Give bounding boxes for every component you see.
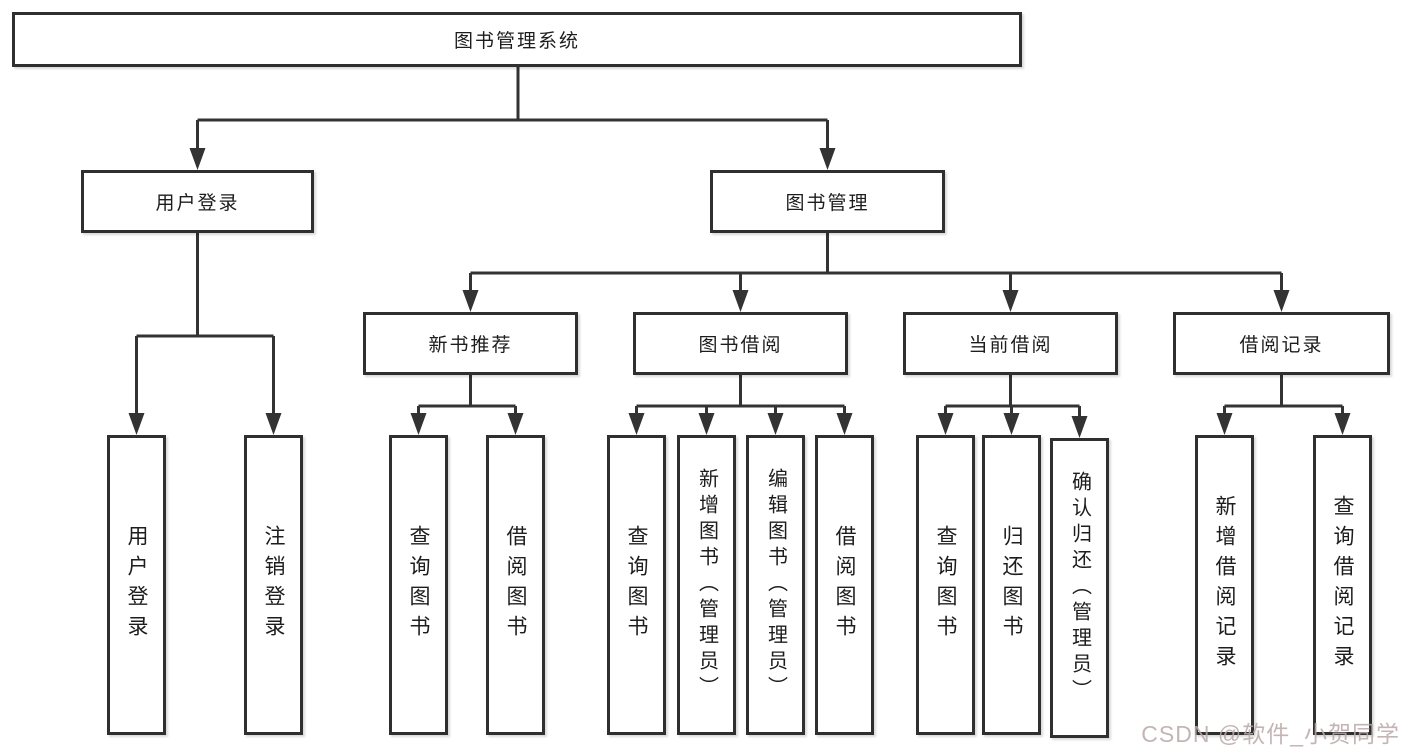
node-library-system: 图书管理系统 bbox=[12, 12, 1022, 67]
leaf-add-borrow-record-label: 新增借阅记录 bbox=[1213, 495, 1236, 675]
node-user-login-label: 用户登录 bbox=[155, 193, 240, 214]
leaf-query-books-current: 查询图书 bbox=[916, 435, 975, 735]
node-current-borrow-label: 当前借阅 bbox=[968, 335, 1053, 356]
leaf-edit-books-admin-label: 编辑图书（管理员） bbox=[764, 468, 787, 702]
node-book-management-label: 图书管理 bbox=[785, 193, 870, 214]
node-new-book-recommend-label: 新书推荐 bbox=[428, 335, 513, 356]
leaf-add-books-admin-label: 新增图书（管理员） bbox=[695, 468, 718, 702]
leaf-user-login: 用户登录 bbox=[107, 435, 166, 735]
leaf-query-borrow-record: 查询借阅记录 bbox=[1313, 435, 1372, 735]
node-borrow-records: 借阅记录 bbox=[1173, 312, 1390, 375]
csdn-watermark: CSDN @软件_小贺同学 bbox=[1141, 721, 1400, 747]
node-new-book-recommend: 新书推荐 bbox=[363, 312, 578, 375]
leaf-query-books-borrow: 查询图书 bbox=[607, 435, 666, 735]
leaf-borrow-books-recommend-label: 借阅图书 bbox=[504, 525, 527, 645]
leaf-add-borrow-record: 新增借阅记录 bbox=[1195, 435, 1254, 735]
leaf-query-books-recommend-label: 查询图书 bbox=[407, 525, 430, 645]
leaf-user-login-label: 用户登录 bbox=[125, 525, 148, 645]
node-book-management: 图书管理 bbox=[710, 170, 945, 233]
node-user-login: 用户登录 bbox=[81, 170, 314, 233]
leaf-return-books: 归还图书 bbox=[982, 435, 1041, 735]
node-book-borrow-label: 图书借阅 bbox=[698, 335, 783, 356]
leaf-confirm-return-admin: 确认归还（管理员） bbox=[1050, 438, 1109, 738]
node-library-system-label: 图书管理系统 bbox=[453, 31, 580, 52]
leaf-edit-books-admin: 编辑图书（管理员） bbox=[746, 435, 805, 735]
leaf-logout: 注销登录 bbox=[244, 435, 303, 735]
leaf-query-books-borrow-label: 查询图书 bbox=[625, 525, 648, 645]
leaf-query-borrow-record-label: 查询借阅记录 bbox=[1331, 495, 1354, 675]
leaf-confirm-return-admin-label: 确认归还（管理员） bbox=[1068, 471, 1091, 705]
node-book-borrow: 图书借阅 bbox=[633, 312, 848, 375]
leaf-query-books-recommend: 查询图书 bbox=[389, 435, 448, 735]
leaf-logout-label: 注销登录 bbox=[262, 525, 285, 645]
node-current-borrow: 当前借阅 bbox=[903, 312, 1118, 375]
node-borrow-records-label: 借阅记录 bbox=[1239, 335, 1324, 356]
leaf-add-books-admin: 新增图书（管理员） bbox=[677, 435, 736, 735]
leaf-query-books-current-label: 查询图书 bbox=[934, 525, 957, 645]
leaf-borrow-books-recommend: 借阅图书 bbox=[486, 435, 545, 735]
leaf-borrow-books: 借阅图书 bbox=[815, 435, 874, 735]
leaf-borrow-books-label: 借阅图书 bbox=[833, 525, 856, 645]
leaf-return-books-label: 归还图书 bbox=[1000, 525, 1023, 645]
